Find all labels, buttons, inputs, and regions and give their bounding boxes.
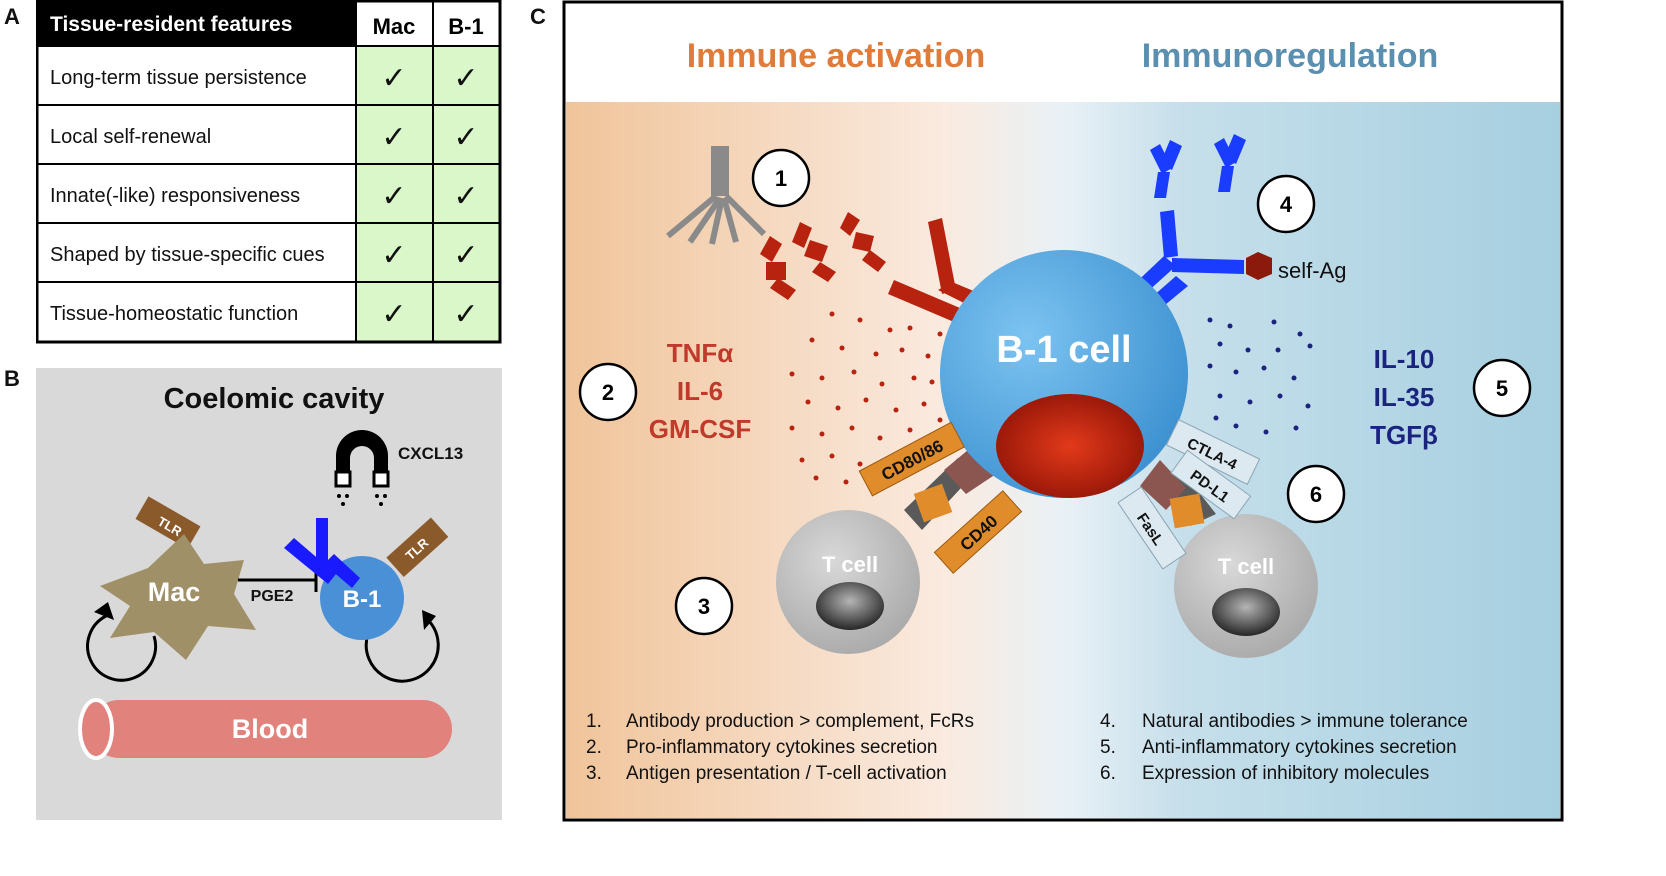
legend-num: 4. [1100, 711, 1116, 732]
number-badge-5: 5 [1472, 358, 1532, 418]
mac-label: Mac [148, 577, 201, 607]
magnet-icon [334, 430, 390, 506]
gray-antibody-bundle-icon [666, 146, 767, 245]
legend-text: Anti-inflammatory cytokines secretion [1142, 737, 1457, 758]
blood-vessel [90, 700, 452, 758]
immune-activation-title: Immune activation [687, 37, 986, 75]
number-badge-6: 6 [1286, 464, 1346, 524]
b1-self-renewal-arrow [364, 618, 440, 683]
table-check-mac: ✓ [381, 180, 406, 213]
macrophage-cell [100, 534, 256, 660]
b1-tlr-receptor [386, 517, 449, 577]
number-badge-2: 2 [578, 362, 638, 422]
mac-self-renewal-arrow [86, 614, 158, 682]
cytokine-gmcsf: GM-CSF [649, 414, 752, 444]
features-table-svg: Tissue-resident features Mac B-1 Long-te… [35, 0, 502, 344]
table-row-feature: Long-term tissue persistence [50, 67, 307, 89]
b1-label-small: B-1 [343, 586, 382, 613]
table-check-mac: ✓ [381, 121, 406, 154]
table-rows [35, 0, 502, 344]
legend-num: 5. [1100, 737, 1116, 758]
cytokine-tgfb: TGFβ [1370, 420, 1438, 450]
table-row-feature: Tissue-homeostatic function [50, 303, 298, 325]
t-cell-right-label: T cell [1218, 554, 1274, 579]
cytokine-tnfa: TNFα [667, 338, 734, 368]
svg-text:4: 4 [1280, 192, 1293, 217]
blood-label: Blood [232, 714, 308, 744]
panel-b-letter: B [4, 366, 20, 391]
red-antibodies-icon [760, 212, 1000, 322]
table-row-feature: Shaped by tissue-specific cues [50, 244, 325, 266]
legend-num: 3. [586, 763, 602, 784]
t-cell-left-label: T cell [822, 552, 878, 577]
immunoregulation-title: Immunoregulation [1142, 37, 1439, 75]
b1-cell-nucleus [996, 394, 1144, 498]
coelomic-cavity-panel: Coelomic cavity CXCL13 TLR Mac PGE2 [36, 368, 502, 820]
number-badge-1: 1 [751, 148, 811, 208]
table-check-b1: ✓ [453, 180, 478, 213]
legend-text: Antigen presentation / T-cell activation [626, 763, 947, 784]
pro-inflammatory-dots [789, 311, 943, 485]
t-cell-right [1174, 514, 1318, 658]
cytokine-il10: IL-10 [1374, 344, 1435, 374]
b1-function-panel: Immune activation Immunoregulation [560, 0, 1566, 822]
coelomic-cavity-title: Coelomic cavity [164, 383, 385, 415]
cytokine-il35: IL-35 [1374, 382, 1435, 412]
legend-text: Expression of inhibitory molecules [1142, 763, 1429, 784]
legend-num: 2. [586, 737, 602, 758]
table-header-b1: B-1 [448, 14, 483, 39]
table-check-mac: ✓ [381, 298, 406, 331]
cxcl13-label: CXCL13 [398, 444, 463, 463]
bcr-icon [284, 518, 360, 588]
legend-left: 1. Antibody production > complement, FcR… [586, 711, 974, 784]
number-badge-4: 4 [1256, 174, 1316, 234]
self-ag-label: self-Ag [1278, 258, 1346, 283]
table-header-feature: Tissue-resident features [50, 13, 292, 36]
table-header-cell [37, 1, 356, 46]
legend-text: Antibody production > complement, FcRs [626, 711, 974, 732]
features-table: Tissue-resident features Mac B-1 Long-te… [35, 0, 502, 344]
t-cell-left [776, 510, 920, 654]
legend-num: 1. [586, 711, 602, 732]
b1-cell-label: B-1 cell [996, 329, 1131, 371]
coelomic-cavity-svg: Coelomic cavity CXCL13 TLR Mac PGE2 [78, 383, 463, 760]
legend-num: 6. [1100, 763, 1116, 784]
table-check-b1: ✓ [453, 239, 478, 272]
tcr-mhc-right-icon [1140, 460, 1216, 529]
legend-right: 4. Natural antibodies > immune tolerance… [1100, 711, 1468, 784]
b1-function-svg: Immune activation Immunoregulation [562, 0, 1564, 822]
svg-text:3: 3 [698, 594, 710, 619]
table-check-mac: ✓ [381, 239, 406, 272]
panel-c-letter: C [530, 4, 546, 29]
svg-text:6: 6 [1310, 482, 1322, 507]
cytokine-il6: IL-6 [677, 376, 723, 406]
table-check-b1: ✓ [453, 121, 478, 154]
table-row-feature: Innate(-like) responsiveness [50, 185, 300, 207]
self-antigen-hexagon [1246, 252, 1272, 280]
table-check-b1: ✓ [453, 298, 478, 331]
svg-text:5: 5 [1496, 376, 1508, 401]
svg-text:2: 2 [602, 380, 614, 405]
pge2-label: PGE2 [251, 588, 294, 605]
number-badge-3: 3 [674, 576, 734, 636]
table-row-feature: Local self-renewal [50, 126, 211, 148]
legend-text: Pro-inflammatory cytokines secretion [626, 737, 938, 758]
table-check-b1: ✓ [453, 62, 478, 95]
table-header-mac: Mac [373, 14, 416, 39]
anti-inflammatory-dots [1207, 317, 1313, 435]
legend-text: Natural antibodies > immune tolerance [1142, 711, 1468, 732]
panel-a-letter: A [4, 4, 20, 29]
svg-text:1: 1 [775, 166, 787, 191]
table-check-mac: ✓ [381, 62, 406, 95]
